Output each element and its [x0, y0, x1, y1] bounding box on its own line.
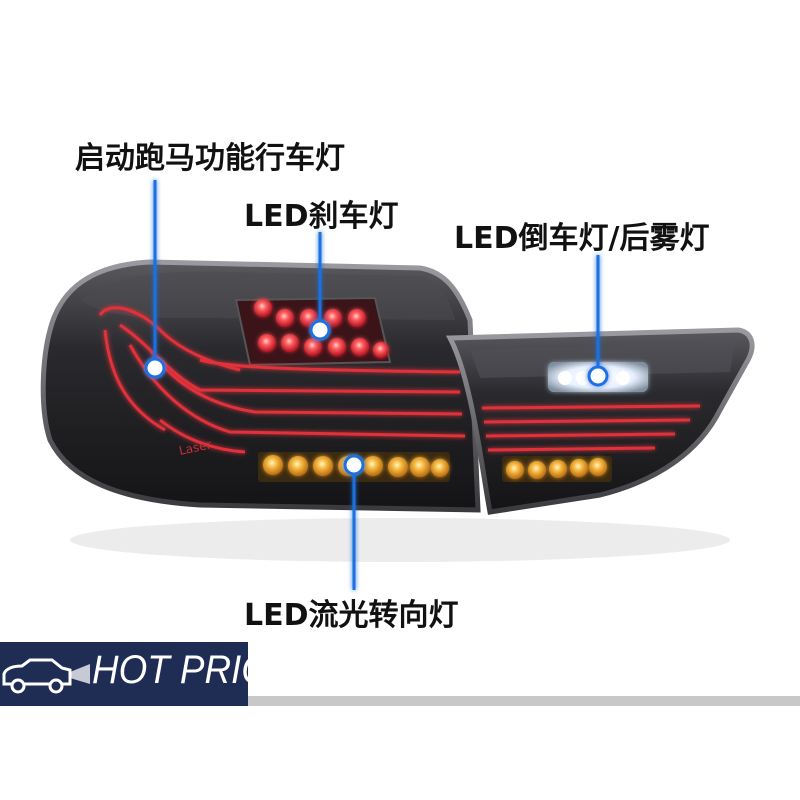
turn-led-cluster-inner	[506, 458, 607, 479]
outer-tail-lamp: Laser	[40, 259, 481, 513]
callout-reverse-fog-light: LED倒车灯/后雾灯	[454, 221, 710, 256]
callout-leaders	[144, 180, 609, 590]
banner-divider	[248, 696, 800, 706]
callout-brake-light: LED刹车灯	[244, 199, 399, 234]
dot-marker-icon	[144, 357, 166, 379]
callout-running-light: 启动跑马功能行车灯	[75, 141, 345, 176]
callout-turn-signal: LED流光转向灯	[244, 598, 459, 633]
lamp-logo-text: Laser	[178, 437, 213, 457]
dot-marker-icon	[343, 454, 365, 476]
car-icon	[2, 658, 90, 694]
inner-tail-lamp	[445, 327, 755, 515]
dot-marker-icon	[587, 365, 609, 387]
banner-text: HOT PRICE	[92, 648, 293, 692]
ground-shadow	[70, 518, 730, 562]
hot-price-banner	[0, 642, 248, 706]
turn-led-cluster-outer	[263, 455, 449, 477]
dot-marker-icon	[309, 319, 331, 341]
